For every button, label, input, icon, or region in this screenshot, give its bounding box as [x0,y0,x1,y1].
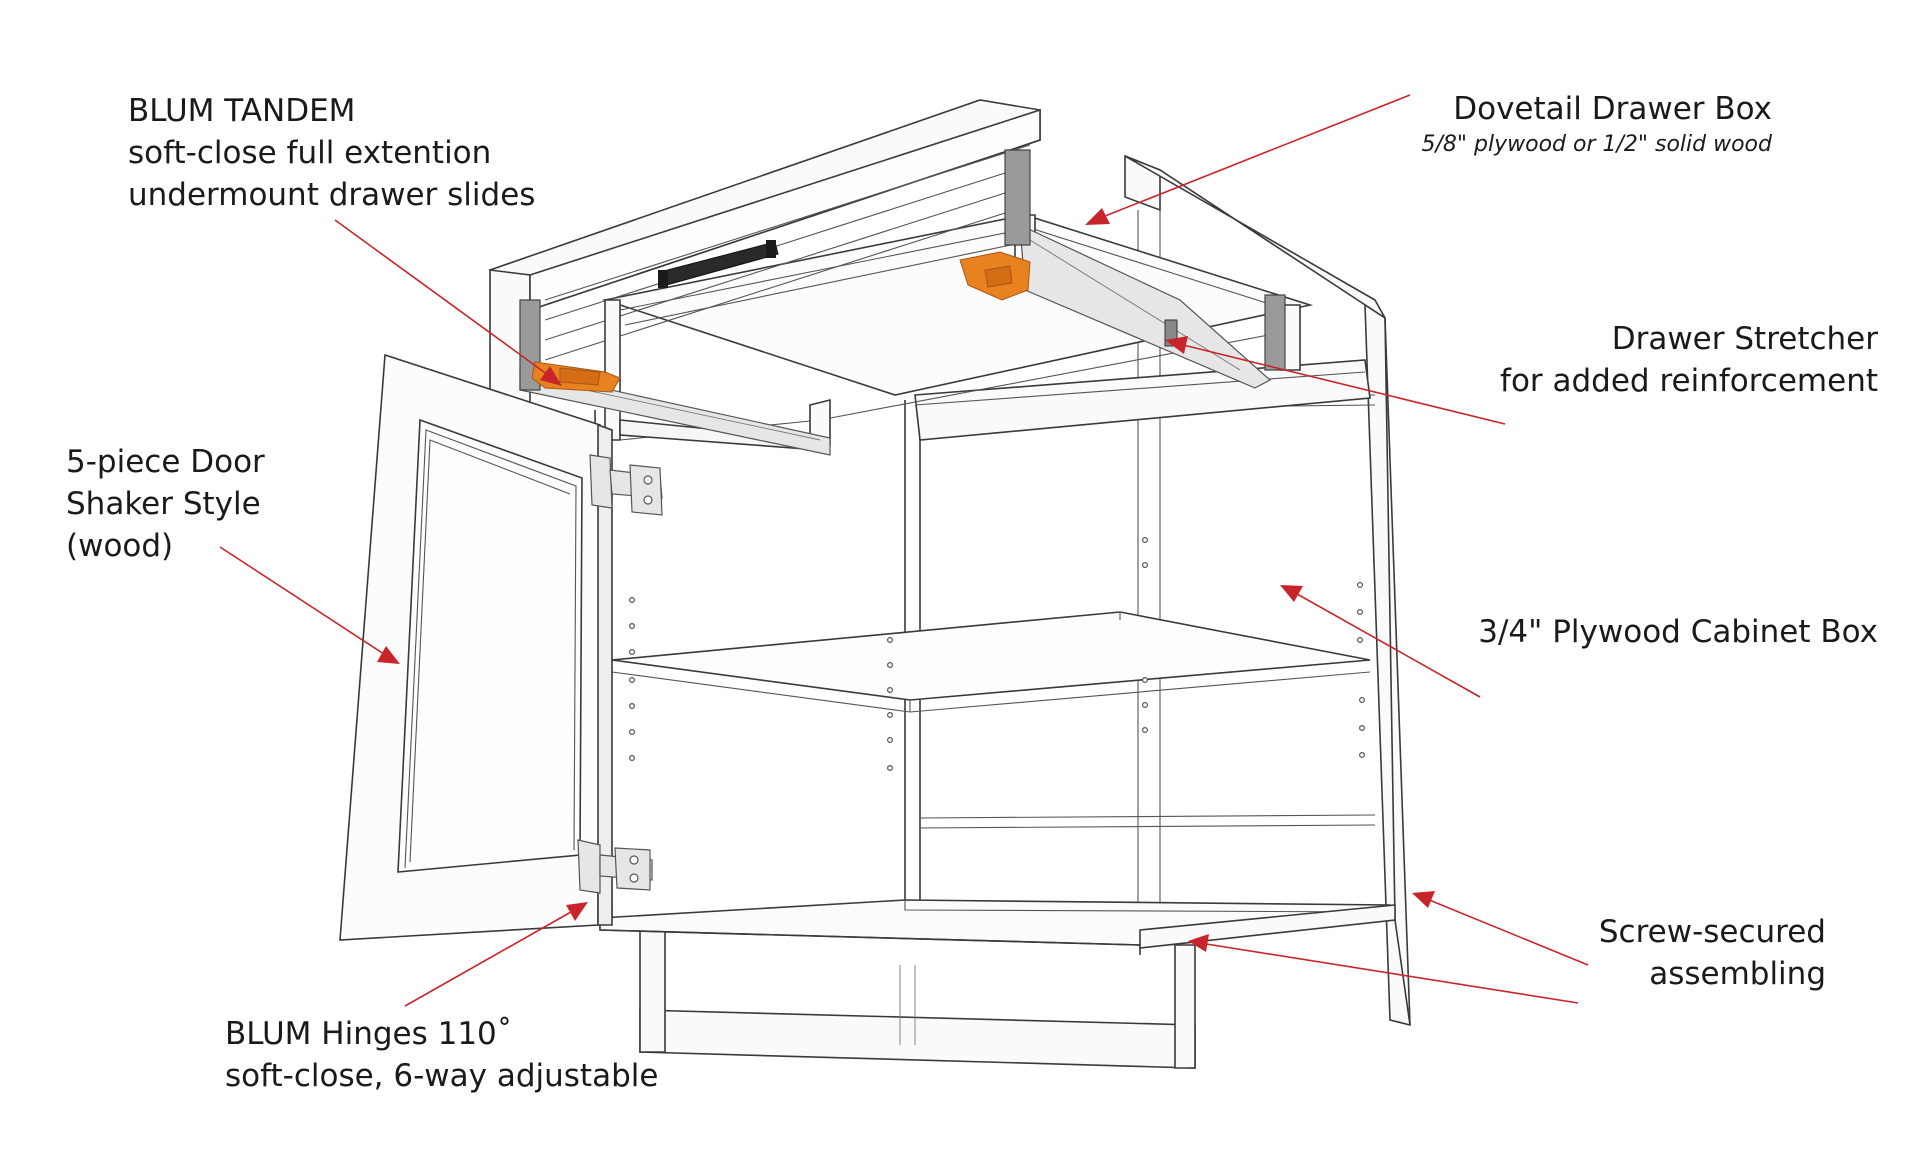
label-door: 5-piece Door Shaker Style (wood) [66,441,265,567]
arrow-cabinet-box [1280,585,1481,698]
label-cabinet-box: 3/4" Plywood Cabinet Box [1478,611,1878,653]
label-stretcher-line1: Drawer Stretcher [1611,321,1878,357]
arrow-screws-1 [1412,891,1589,966]
label-drawer-slides-line2: soft-close full extention [128,135,492,171]
label-drawer-box: Dovetail Drawer Box 5/8" plywood or 1/2"… [1422,88,1773,160]
shelf-pin-holes [628,536,1365,771]
arrow-stretcher [1165,336,1506,425]
label-screws: Screw-secured assembling [1599,911,1826,995]
label-drawer-box-title: Dovetail Drawer Box [1453,91,1772,127]
label-screws-line2: assembling [1649,956,1826,992]
label-cabinet-box-title: 3/4" Plywood Cabinet Box [1478,614,1878,650]
label-drawer-slides: BLUM TANDEM soft-close full extention un… [128,90,535,216]
drawer-handle [658,240,779,288]
label-hinges-line1: BLUM Hinges 110˚ [225,1016,513,1052]
arrow-door [219,546,400,664]
label-door-line3: (wood) [66,528,174,564]
label-hinges: BLUM Hinges 110˚ soft-close, 6-way adjus… [225,1013,658,1097]
label-hinges-line2: soft-close, 6-way adjustable [225,1058,659,1094]
hinge-lower [577,839,653,894]
label-drawer-slides-line3: undermount drawer slides [128,177,536,213]
label-drawer-slides-line1: BLUM TANDEM [128,93,356,129]
arrow-drawer-box [1085,94,1411,225]
door [339,353,613,941]
label-stretcher: Drawer Stretcher for added reinforcement [1500,318,1878,402]
drawer-slide-left [519,299,831,456]
drawer-slide-right [959,149,1286,389]
label-screws-line1: Screw-secured [1598,914,1826,950]
label-door-line1: 5-piece Door [66,444,265,480]
label-stretcher-line2: for added reinforcement [1500,363,1878,399]
arrow-screws-2 [1188,934,1579,1004]
toe-kick [639,929,1196,1069]
arrow-hinges [404,902,588,1007]
arrow-drawer-slides [334,219,562,386]
label-drawer-box-subtitle: 5/8" plywood or 1/2" solid wood [1421,132,1773,157]
label-door-line2: Shaker Style [66,486,261,522]
hinge-upper [589,454,663,516]
